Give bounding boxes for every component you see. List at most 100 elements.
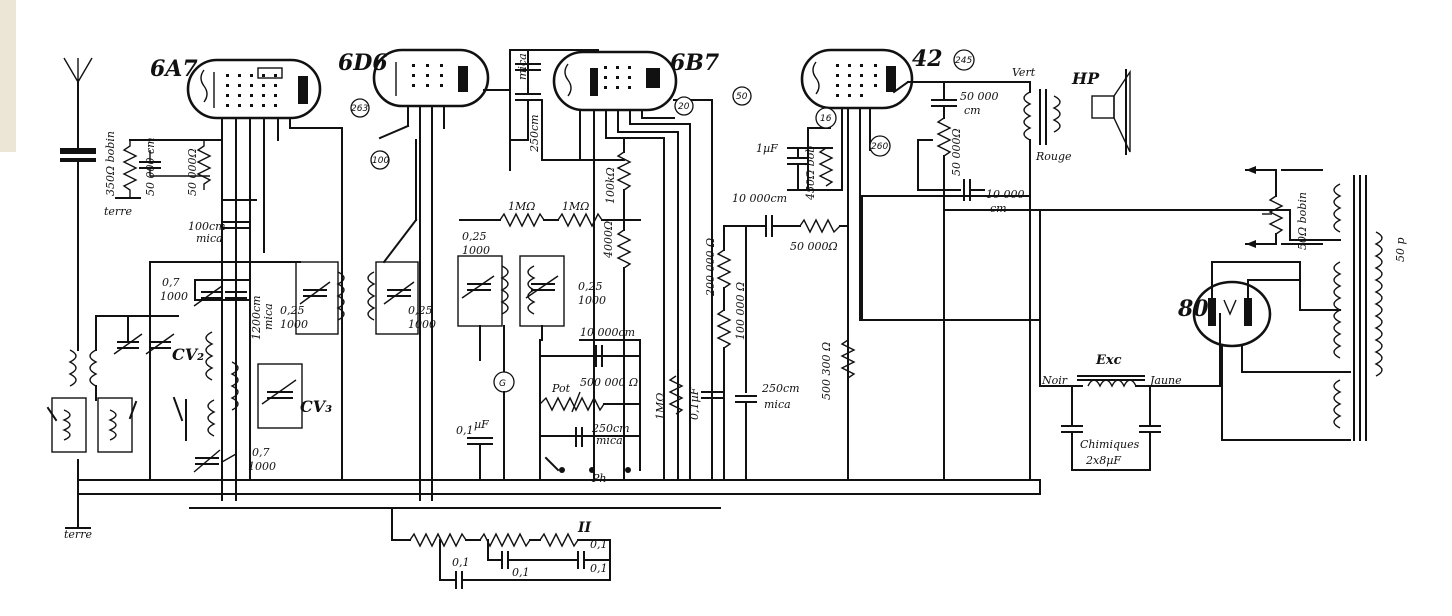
output-transformer: Vert Rouge [1012,66,1072,213]
r1m-c-label: 1MΩ [654,393,667,420]
c1uf-label: 1µF [756,142,778,155]
c01e-label: 0,1 [590,538,608,551]
mica4-label: mica [596,434,623,447]
pot-label: Pot [551,382,571,395]
antenna-symbol [60,57,96,341]
vert-label: Vert [1012,66,1036,79]
c50000-label: 50 000 cm [144,137,157,196]
tube-6d6-leads [341,49,511,501]
tube-6d6-label: 6D6 [338,50,388,76]
if-transformer-2: 0,25 1000 0,25 1000 [457,230,606,361]
r50000-c-label: 50 000Ω [950,128,963,176]
detector-network: 10 000cm Pot 500 000 Ω 250cm mica Ph [539,326,641,485]
marker-260: 260 [869,135,891,157]
c1000d-label: 1000 [462,244,490,257]
r100k-label: 100kΩ [604,167,617,204]
c01mf-label: µF [474,418,489,431]
r500000-label: 500 000 Ω [580,376,638,389]
r50000-label: 50 000Ω [186,148,199,196]
cv2-tuning-cap: CV₂ [95,315,204,364]
ht-rails [861,195,1291,481]
jaune-label: Jaune [1148,374,1182,387]
r500300-label: 500 300 Ω [820,342,833,400]
r50bob-label: 50Ω bobin [1296,192,1309,250]
tube-80-label: 80 [1177,296,1209,322]
tube-42: 42 [800,46,943,110]
c025b-label: 0,25 [408,304,433,317]
padder-07-1000: 0,7 1000 [193,446,276,473]
r1m-a-label: 1MΩ [508,200,535,213]
scan-edge-strip [0,0,16,152]
rouge-label: Rouge [1035,150,1072,163]
tube-6b7-label: 6B7 [670,50,720,76]
exc-label: Exc [1095,353,1122,368]
cap-01uf: 0,1 µF [456,418,493,481]
c1000c-label: 1000 [408,318,436,331]
c10000cm-b-label: 10 000cm [732,192,787,205]
cv3-label: CV₃ [300,397,332,416]
r1m-b-label: 1MΩ [562,200,589,213]
svg-text:50: 50 [736,92,748,102]
bias-divider: II 0,1 0,1 0,1 0,1 [391,507,611,589]
power-transformer: 50 p [1289,175,1407,441]
r100000-label: 100 000 Ω [734,282,747,340]
cm-unit-label: cm [964,104,981,117]
r450-label: 450Ω bob [804,146,817,201]
p50-label: 50 p [1394,237,1407,262]
hp-label: HP [1071,69,1100,88]
c1000f-label: 1000 [248,460,276,473]
antenna-coil [46,315,138,453]
noir-label: Noir [1041,374,1068,387]
cm-unit-b-label: cm [990,202,1007,215]
c10000cm-label: 10 000cm [580,326,635,339]
cap-01uf-right: 0,1µF [688,387,725,420]
c10000-c-label: 10 000 [986,188,1025,201]
svg-text:G: G [499,379,506,389]
tone-network: 50 000 cm 50 000Ω 10 000 cm [917,81,1025,215]
c1000e-label: 1000 [578,294,606,307]
osc-res-label: 350Ω bobin [104,131,117,196]
chimiques-label: Chimiques [1080,438,1140,451]
c1200-label: 1200cm [250,295,263,340]
marker-100: 100 [370,150,390,170]
oscillator-padders: 0,7 1000 1200cm mica [149,261,301,481]
if-transformer-1: 0,25 1000 0,25 1000 [280,261,436,335]
roman-ii-label: II [577,520,592,536]
marker-50: 50 [732,86,752,106]
svg-text:16: 16 [820,114,832,124]
marker-245: 245 [953,49,975,71]
cv3-tuning-cap: CV₃ [257,363,332,429]
c025c-label: 0,25 [462,230,487,243]
tube-6b7-leads [509,49,713,481]
resistor-1m-vertical: 1MΩ [654,375,684,420]
resistor-500300: 500 300 Ω [820,339,856,400]
r50000-b-label: 50 000Ω [790,240,838,253]
mica5-label: mica [764,398,791,411]
svg-text:20: 20 [678,102,690,112]
c01f-label: 0,1 [590,562,608,575]
svg-text:263: 263 [351,104,368,114]
svg-text:245: 245 [955,56,972,66]
c1000a-label: 1000 [160,290,188,303]
marker-16: 16 [815,107,837,129]
c1000b-label: 1000 [280,318,308,331]
svg-text:100: 100 [372,156,389,166]
c250cm-mid-label: 250cm [591,422,630,435]
c01a-label: 0,1 [456,424,474,437]
tube-6b7: 6B7 [552,50,720,112]
c250cm-top-label: 250cm [528,114,541,153]
terre-label-b: terre [104,205,132,218]
ph-label: Ph [591,472,607,485]
marker-263: 263 [350,98,370,118]
field-coil-exc: Exc Noir Jaune Chimiques 2x8µF [1039,353,1221,471]
output-coupling: 200 000 Ω 100 000 Ω 250cm mica [704,225,800,481]
r4000-label: 4000Ω [602,221,615,259]
c07b-label: 0,7 [252,446,270,459]
plate-load-resistors: 100kΩ 4000Ω [602,139,632,481]
hum-pot-50bob: 50Ω bobin [1245,166,1323,250]
tube-42-label: 42 [912,46,943,72]
mica2-label: mica [262,303,275,330]
c50000cm-label: 50 000 [960,90,999,103]
cathode-bias: 1µF 450Ω bob [756,142,843,201]
